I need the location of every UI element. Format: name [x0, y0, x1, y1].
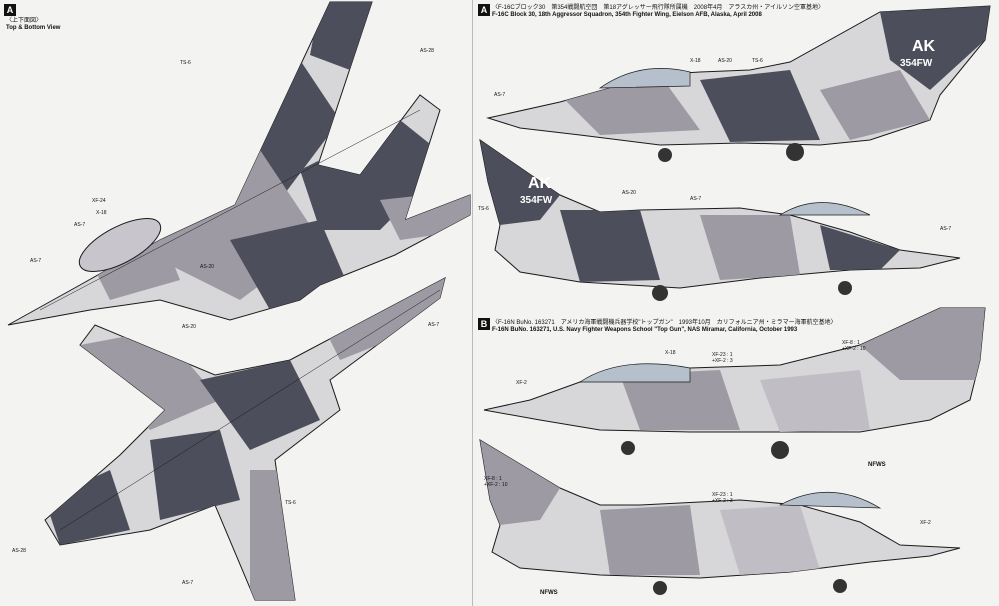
- section-a-title-en: F-16C Block 30, 18th Aggressor Squadron,…: [492, 12, 762, 18]
- callout-as7-bottom-2: AS-7: [182, 580, 194, 586]
- top-view: [7, 1, 471, 326]
- callout-mix-b2-1: XF-8 : 1: [484, 476, 502, 482]
- page-divider: [472, 0, 473, 606]
- side-view-b-right: [479, 439, 961, 595]
- callout-as7-a1: AS-7: [494, 92, 506, 98]
- callout-mix-b1-2: +XF-2 : 3: [712, 358, 733, 364]
- callout-ts6-a2: TS-6: [478, 206, 489, 212]
- callout-xf2-b2: XF-2: [920, 520, 931, 526]
- callout-as7-top-1: AS-7: [74, 222, 86, 228]
- callout-x18-a1: X-18: [690, 58, 701, 64]
- callout-mix-b1-4: +XF-2 : 10: [842, 346, 866, 352]
- callout-as7-bottom: AS-7: [428, 322, 440, 328]
- callout-x18-b1: X-18: [665, 350, 676, 356]
- section-b-title-en: F-16N BuNo. 163271, U.S. Navy Fighter We…: [492, 327, 798, 333]
- callout-mix-b2-4: +XF-2 : 3: [712, 498, 733, 504]
- section-b-title-jp: 〈F-16N BuNo. 163271 アメリカ海軍戦闘機兵器学校"トップガン"…: [492, 320, 837, 326]
- callout-x18-top: X-18: [96, 210, 107, 216]
- side-view-a-right: [479, 138, 961, 301]
- callout-as28-top: AS-28: [420, 48, 434, 54]
- callout-as7-top-2: AS-7: [30, 258, 42, 264]
- left-title-en: Top & Bottom View: [6, 25, 61, 31]
- bottom-view: [44, 277, 446, 601]
- callout-as20-a1: AS-20: [718, 58, 732, 64]
- callout-as7-a2: AS-7: [690, 196, 702, 202]
- callout-as20-bottom: AS-20: [182, 324, 196, 330]
- callout-mix-b2-3: XF-23 : 1: [712, 492, 733, 498]
- callout-ts6-bottom: TS-6: [285, 500, 296, 506]
- tail-code-a1: AK: [912, 38, 936, 55]
- callout-as20-a2: AS-20: [622, 190, 636, 196]
- callout-xf2-b1: XF-2: [516, 380, 527, 386]
- callout-mix-b1-3: XF-8 : 1: [842, 340, 860, 346]
- callout-as28-bottom: AS-28: [12, 548, 26, 554]
- callout-as20-top: AS-20: [200, 264, 214, 270]
- callout-mix-b2-2: +XF-2 : 10: [484, 482, 508, 488]
- nfws-marking-b1: NFWS: [868, 462, 886, 468]
- side-view-b-left: [483, 307, 986, 459]
- section-a-title: 〈F-16Cブロック30 第354戦闘航空団 第18アグレッサー飛行隊所属機 2…: [492, 5, 824, 19]
- tail-wing-a2: 354FW: [520, 195, 553, 206]
- section-badge-left: A: [4, 4, 16, 16]
- callout-mix-b1-1: XF-23 : 1: [712, 352, 733, 358]
- side-view-a-left: [486, 5, 991, 162]
- callout-ts6-a1: TS-6: [752, 58, 763, 64]
- left-title-jp: 〈上下面図〉: [6, 18, 43, 24]
- callout-xf24-top: XF-24: [92, 198, 106, 204]
- tail-code-a2: AK: [528, 175, 552, 192]
- nfws-marking-b2: NFWS: [540, 590, 558, 596]
- callout-as7-a3: AS-7: [940, 226, 952, 232]
- tail-wing-a1: 354FW: [900, 58, 933, 69]
- callout-ts6-top: TS-6: [180, 60, 191, 66]
- section-b-title: 〈F-16N BuNo. 163271 アメリカ海軍戦闘機兵器学校"トップガン"…: [492, 320, 837, 334]
- section-badge-a: A: [478, 4, 490, 16]
- section-a-title-jp: 〈F-16Cブロック30 第354戦闘航空団 第18アグレッサー飛行隊所属機 2…: [492, 5, 824, 11]
- left-title: 〈上下面図〉 Top & Bottom View: [6, 18, 60, 32]
- section-badge-b: B: [478, 318, 490, 330]
